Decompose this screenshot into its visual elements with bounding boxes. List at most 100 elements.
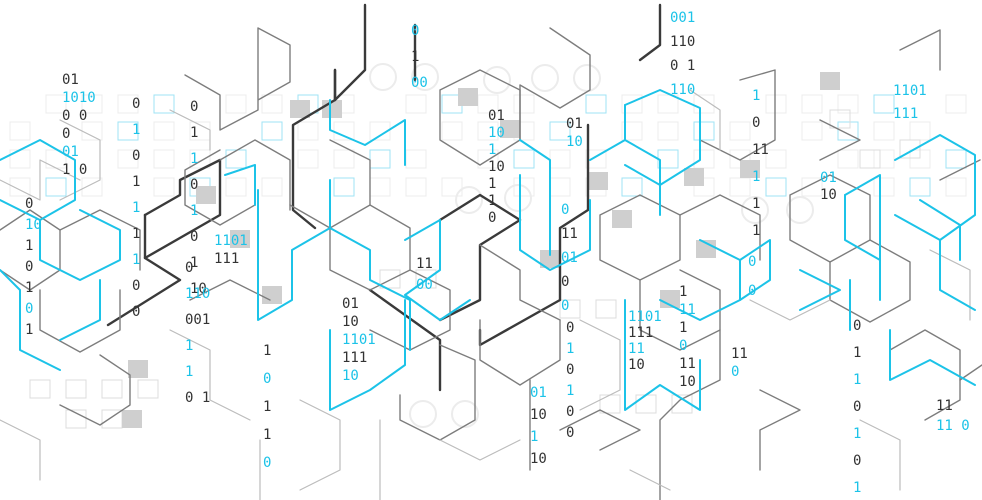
binary-digit-text: 001 bbox=[185, 312, 210, 328]
binary-digit-text: 10 bbox=[628, 357, 645, 373]
binary-digit-text: 1 bbox=[25, 238, 33, 254]
bg-square-filled bbox=[684, 168, 704, 186]
bg-square-outline bbox=[909, 121, 931, 141]
circuit-line-dark bbox=[638, 3, 662, 62]
binary-digit-text: 10 bbox=[342, 368, 359, 384]
circuit-line-light bbox=[929, 249, 971, 321]
binary-digit-text: 0 bbox=[132, 148, 140, 164]
circuit-line-grey bbox=[184, 27, 291, 131]
binary-digit-text: 111 bbox=[214, 251, 239, 267]
binary-digit-text: 0 bbox=[25, 259, 33, 275]
binary-digit-text: 1 bbox=[566, 341, 574, 357]
binary-digit-text: 0 bbox=[62, 126, 70, 142]
bg-square-filled bbox=[196, 186, 216, 204]
binary-digit-text: 11 bbox=[679, 356, 696, 372]
bg-square-outline bbox=[621, 121, 643, 141]
circuit-line-grey bbox=[599, 194, 681, 281]
binary-digit-text: 0 bbox=[263, 371, 271, 387]
bg-square-outline bbox=[635, 394, 657, 414]
binary-digit-text: 1 bbox=[263, 427, 271, 443]
circuit-line-grey bbox=[659, 329, 721, 500]
circuit-line-grey bbox=[939, 159, 981, 181]
bg-square-outline bbox=[873, 177, 895, 197]
binary-digit-text: 0 bbox=[853, 318, 861, 334]
circuit-line-cyan bbox=[844, 194, 881, 261]
circuit-line-cyan bbox=[799, 269, 841, 311]
bg-square-filled bbox=[740, 160, 760, 178]
binary-digit-text: 1 bbox=[132, 122, 140, 138]
circuit-line-cyan bbox=[589, 139, 661, 216]
bg-square-outline bbox=[549, 149, 571, 169]
cyan-circuit-lines bbox=[0, 89, 976, 411]
binary-digit-text: 0 bbox=[561, 274, 569, 290]
binary-digit-text: 11 bbox=[731, 346, 748, 362]
binary-digit-text: 11 bbox=[628, 341, 645, 357]
bg-square-outline bbox=[261, 121, 283, 141]
circuit-line-grey bbox=[479, 244, 561, 321]
circuit-line-grey bbox=[479, 319, 561, 386]
binary-digit-text: 11 bbox=[561, 226, 578, 242]
circuit-line-dark bbox=[333, 3, 367, 102]
binary-digit-text: 10 bbox=[530, 407, 547, 423]
binary-digit-text: 1 bbox=[488, 176, 496, 192]
binary-digit-text: 0 bbox=[853, 399, 861, 415]
bg-square-outline bbox=[859, 149, 881, 169]
bg-square-outline bbox=[873, 121, 895, 141]
binary-digit-text: 0 bbox=[853, 453, 861, 469]
circuit-line-cyan bbox=[0, 269, 61, 371]
bg-square-outline bbox=[45, 177, 67, 197]
circuit-line-grey bbox=[639, 269, 721, 351]
binary-digit-text: 11 bbox=[752, 142, 769, 158]
circuit-line-cyan bbox=[624, 299, 701, 411]
bg-square-outline bbox=[415, 269, 437, 289]
binary-digit-text: 01 bbox=[820, 170, 837, 186]
circuit-line-dark bbox=[291, 68, 337, 230]
bg-square-outline bbox=[189, 149, 211, 169]
binary-digit-text: 1010 bbox=[62, 90, 96, 106]
binary-digit-text: 1 bbox=[752, 169, 760, 185]
binary-digit-text: 00 bbox=[411, 75, 428, 91]
circuit-line-dark bbox=[438, 193, 522, 322]
circuit-line-grey bbox=[219, 139, 291, 211]
binary-digit-text: 1 bbox=[679, 320, 687, 336]
circuit-line-light bbox=[629, 469, 671, 491]
circuit-line-cyan bbox=[257, 179, 331, 321]
bg-square-outline bbox=[225, 149, 247, 169]
circuit-line-light bbox=[689, 89, 721, 151]
binary-digit-text: 0 bbox=[185, 260, 193, 276]
binary-digit-text: 1 bbox=[190, 255, 198, 271]
bg-square-filled bbox=[588, 172, 608, 190]
binary-digit-text: 0 bbox=[679, 338, 687, 354]
binary-digit-text: 1 bbox=[488, 142, 496, 158]
circuit-line-grey bbox=[439, 69, 521, 166]
circuit-line-cyan bbox=[844, 174, 881, 301]
circuit-line-grey bbox=[959, 364, 982, 381]
binary-digit-text: 1 0 bbox=[62, 162, 87, 178]
binary-digit-text: 01 bbox=[342, 296, 359, 312]
bg-square-outline bbox=[657, 121, 679, 141]
circuit-line-cyan bbox=[659, 259, 741, 321]
bg-square-outline bbox=[153, 94, 175, 114]
circuit-line-cyan bbox=[919, 199, 961, 261]
binary-digit-text: 10 bbox=[488, 159, 505, 175]
circuit-line-light bbox=[749, 299, 831, 321]
bg-square-outline bbox=[837, 149, 859, 169]
bg-square-outline bbox=[9, 121, 31, 141]
circuit-line-grey bbox=[899, 29, 941, 71]
bg-square-outline bbox=[549, 121, 571, 141]
circuit-line-grey bbox=[889, 329, 961, 421]
bg-square-outline bbox=[837, 121, 859, 141]
binary-digit-text: 1 bbox=[190, 125, 198, 141]
circuit-line-cyan bbox=[624, 89, 701, 186]
circuit-line-grey bbox=[679, 194, 761, 261]
binary-digit-text: 1 bbox=[530, 429, 538, 445]
circuit-line-dark bbox=[106, 158, 222, 327]
bg-square-filled bbox=[230, 230, 250, 248]
circuit-line-grey bbox=[699, 69, 776, 161]
circuit-line-grey bbox=[559, 409, 641, 451]
bg-square-outline bbox=[477, 121, 499, 141]
bg-square-outline bbox=[153, 149, 175, 169]
bg-square-outline bbox=[585, 94, 607, 114]
circuit-line-cyan bbox=[224, 164, 256, 206]
